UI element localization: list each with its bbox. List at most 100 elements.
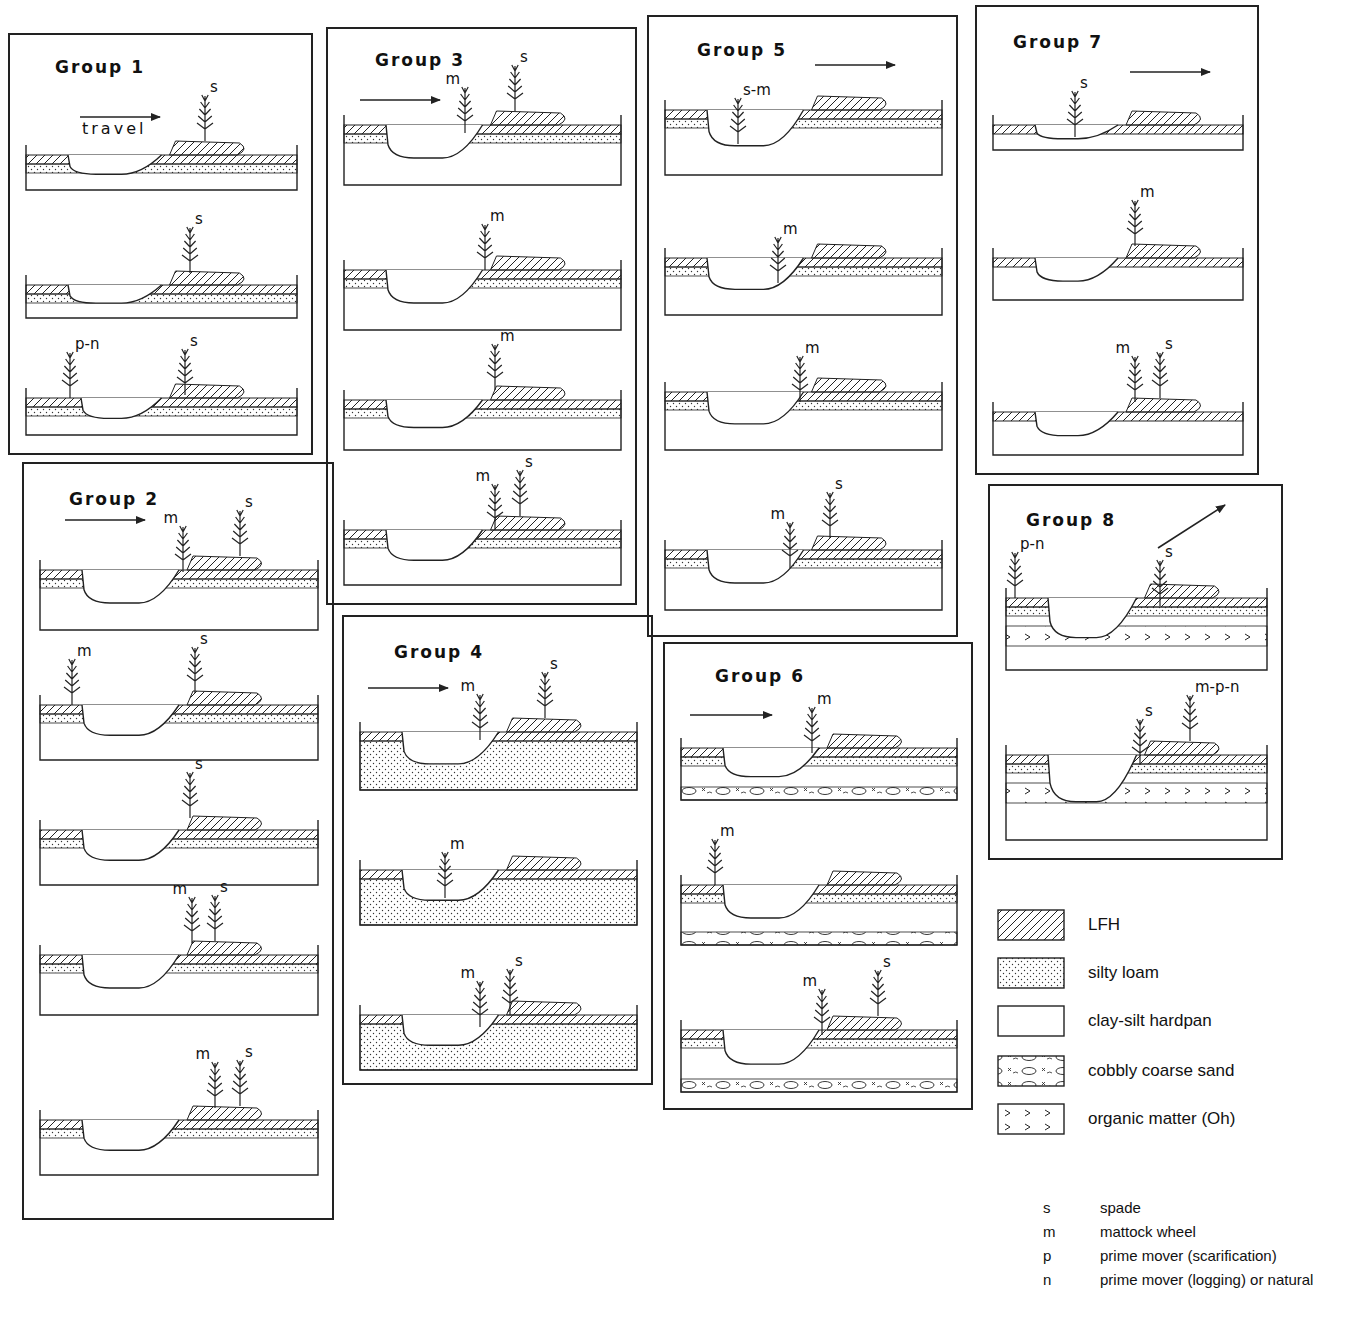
overturned-slab [187, 1106, 262, 1120]
tray-outline [344, 115, 621, 185]
trench-fill [707, 392, 804, 424]
tree-symbol [232, 510, 248, 556]
lfh-layer [26, 398, 297, 407]
legend-swatch [998, 910, 1064, 940]
tree-symbol [822, 492, 838, 538]
key-text: spade [1100, 1198, 1340, 1217]
travel-arrow [80, 116, 160, 118]
trench-fill [723, 885, 819, 918]
legend-swatch [998, 1056, 1064, 1086]
silty-loam-layer [360, 1024, 637, 1070]
trench-outline [402, 1015, 499, 1045]
tree-symbol [537, 672, 553, 718]
trench-fill [82, 1120, 179, 1150]
silty-loam-layer [344, 409, 621, 418]
trench-outline [68, 155, 162, 174]
lfh-layer [26, 155, 297, 164]
overturned-slab [170, 141, 245, 155]
trench-outline [402, 732, 499, 764]
tree-symbol [1152, 352, 1168, 398]
silty-loam-layer [40, 964, 318, 973]
tool-code: m [195, 1046, 210, 1062]
overturned-slab [187, 941, 262, 955]
silty-loam-layer [681, 757, 957, 766]
tree-symbol [197, 95, 213, 141]
tray-outline [665, 248, 942, 315]
tool-code: m [1140, 184, 1155, 200]
tray-outline [40, 820, 318, 885]
tool-code: s [1165, 336, 1173, 352]
group-panel: Group 6 [663, 642, 973, 1110]
tree-symbol [187, 647, 203, 693]
tree-symbol [707, 839, 723, 885]
tool-code: m-p-n [1195, 679, 1239, 695]
tool-code: s [195, 211, 203, 227]
tree-symbol [472, 694, 488, 740]
overturned-slab [491, 256, 566, 270]
tool-code: m [720, 823, 735, 839]
tray-outline [1006, 745, 1267, 840]
tray-outline [1006, 588, 1267, 670]
tool-code: s [520, 49, 528, 65]
trench-fill [1035, 258, 1118, 281]
silty-loam-layer [665, 267, 942, 276]
trench-fill [1035, 412, 1118, 436]
trench-fill [82, 570, 179, 603]
overturned-slab [812, 536, 887, 550]
overturned-slab [491, 516, 566, 530]
tool-code: s [245, 494, 253, 510]
tool-code: m [450, 836, 465, 852]
tray-outline [344, 520, 621, 585]
silty-loam-layer [40, 714, 318, 723]
overturned-slab [187, 691, 262, 705]
trench-fill [402, 732, 499, 764]
tray-outline [344, 390, 621, 450]
trench-outline [82, 570, 179, 603]
group-panel: Group 1 [8, 33, 313, 455]
tray-outline [40, 945, 318, 1015]
trench-fill [386, 125, 483, 158]
tree-symbol [487, 344, 503, 390]
legend-text: clay-silt hardpan [1088, 1011, 1212, 1031]
overturned-slab [187, 556, 262, 570]
key-letter: n [1043, 1270, 1063, 1289]
tray-outline [40, 1110, 318, 1175]
tool-code: m [770, 506, 785, 522]
silty-loam-layer [344, 279, 621, 288]
tray-outline [26, 145, 297, 190]
tray-outline [360, 1005, 637, 1070]
tree-symbol [502, 969, 518, 1015]
silty-loam-layer [344, 134, 621, 143]
group-title: Group 3 [375, 50, 465, 70]
legend-text: cobbly coarse sand [1088, 1061, 1234, 1081]
tool-code: m [163, 510, 178, 526]
group-panel: Group 2 [22, 462, 334, 1220]
trench-fill [82, 955, 179, 988]
tool-code: m [460, 965, 475, 981]
tree-symbol [457, 87, 473, 133]
overturned-slab [170, 271, 245, 285]
tool-code: m [783, 221, 798, 237]
tool-code: s [550, 656, 558, 672]
tree-symbol [770, 237, 786, 283]
tree-symbol [1182, 695, 1198, 741]
tool-code: s-m [743, 82, 771, 98]
tool-code: m [802, 973, 817, 989]
tray-outline [360, 722, 637, 790]
tool-code: s [525, 454, 533, 470]
tool-code: s [210, 79, 218, 95]
trench-outline [386, 270, 483, 303]
group-panel: Group 3 [326, 27, 637, 605]
legend-swatch [998, 1104, 1064, 1134]
silty-loam-layer [26, 164, 297, 173]
tray-outline [665, 100, 942, 175]
trench-fill [707, 110, 804, 146]
group-panel: Group 7 [975, 5, 1259, 475]
travel-arrow [360, 99, 440, 101]
tray-outline [681, 738, 957, 800]
trench-outline [82, 830, 179, 860]
tool-code: p-n [75, 336, 99, 352]
tree-symbol [207, 895, 223, 941]
